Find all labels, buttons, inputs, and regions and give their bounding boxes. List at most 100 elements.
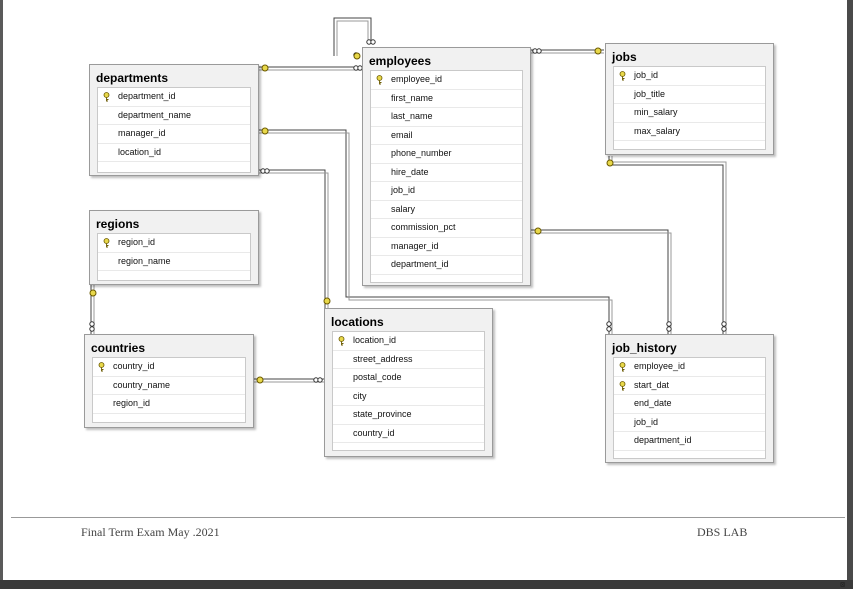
primary-key-icon (619, 362, 626, 372)
column-name: job_title (634, 88, 666, 99)
column-row[interactable]: department_name (98, 107, 250, 125)
column-name: region_id (118, 237, 156, 247)
column-row[interactable]: max_salary (614, 123, 765, 141)
column-row[interactable]: job_id (614, 67, 765, 86)
table-departments[interactable]: departments department_id department_nam… (89, 64, 259, 176)
table-locations[interactable]: locations location_id street_address pos… (324, 308, 493, 457)
column-list: department_id department_name manager_id… (97, 87, 251, 173)
table-title: departments (96, 71, 169, 85)
link-jobs-jobhistory (608, 156, 724, 334)
column-row[interactable]: commission_pct (371, 219, 522, 238)
column-row[interactable]: phone_number (371, 145, 522, 164)
column-row[interactable]: salary (371, 201, 522, 219)
column-name: salary (391, 203, 416, 214)
table-regions[interactable]: regions region_id region_name (89, 210, 259, 285)
column-row[interactable]: region_id (98, 234, 250, 253)
column-list: region_id region_name (97, 233, 251, 281)
link-departments-jobhistory (258, 129, 610, 334)
column-name: max_salary (634, 125, 681, 136)
column-name: manager_id (391, 240, 439, 251)
column-name: region_id (113, 398, 151, 408)
column-list: country_id country_name region_id (92, 357, 246, 423)
column-list: job_id job_title min_salary max_salary (613, 66, 766, 150)
column-name: min_salary (634, 107, 678, 117)
column-row[interactable]: job_id (614, 414, 765, 432)
table-title: countries (91, 341, 146, 355)
window-border-bottom (0, 580, 853, 589)
column-name: email (391, 129, 413, 140)
column-name: location_id (118, 146, 162, 157)
column-name: last_name (391, 111, 433, 121)
column-row[interactable]: manager_id (98, 125, 250, 144)
column-row[interactable]: employee_id (614, 358, 765, 377)
column-list: employee_id first_name last_name email p… (370, 70, 523, 283)
column-name: hire_date (391, 166, 429, 177)
column-name: commission_pct (391, 222, 456, 232)
link-employees-jobhistory (530, 229, 669, 334)
table-title: job_history (612, 341, 677, 355)
column-name: street_address (353, 353, 413, 364)
column-row[interactable]: country_name (93, 377, 245, 395)
table-jobs[interactable]: jobs job_id job_title min_salary max_sal… (605, 43, 774, 155)
column-name: region_name (118, 255, 171, 266)
column-row[interactable]: hire_date (371, 164, 522, 182)
column-name: country_id (113, 361, 155, 371)
column-name: country_name (113, 379, 171, 390)
column-row[interactable]: email (371, 127, 522, 145)
column-row[interactable]: department_id (371, 256, 522, 275)
table-title: regions (96, 217, 140, 231)
primary-key-icon (338, 336, 345, 346)
column-row[interactable]: country_id (93, 358, 245, 377)
column-name: first_name (391, 92, 434, 103)
column-row[interactable]: region_name (98, 253, 250, 271)
table-title: jobs (612, 50, 637, 64)
column-name: postal_code (353, 372, 402, 382)
column-row[interactable]: state_province (333, 406, 484, 425)
column-name: job_id (634, 416, 659, 427)
column-list: location_id street_address postal_code c… (332, 331, 485, 451)
column-name: department_name (118, 109, 192, 120)
column-list: employee_id start_dat end_date job_id de… (613, 357, 766, 459)
column-row[interactable]: location_id (98, 144, 250, 162)
column-row[interactable]: manager_id (371, 238, 522, 256)
column-name: start_dat (634, 379, 670, 390)
footer-left-text: Final Term Exam May .2021 (81, 525, 220, 539)
column-row[interactable]: city (333, 388, 484, 406)
link-departments-locations (258, 169, 326, 308)
column-name: employee_id (634, 361, 686, 371)
primary-key-icon (619, 380, 626, 390)
column-name: city (353, 390, 367, 401)
primary-key-icon (619, 71, 626, 81)
column-row[interactable]: job_title (614, 86, 765, 104)
primary-key-icon (103, 238, 110, 248)
table-job-history[interactable]: job_history employee_id start_dat end_da… (605, 334, 774, 463)
column-row[interactable]: start_dat (614, 377, 765, 395)
resize-grip-icon[interactable]: ⊠ (840, 580, 845, 589)
table-employees[interactable]: employees employee_id first_name last_na… (362, 47, 531, 286)
column-row[interactable]: job_id (371, 182, 522, 201)
column-row[interactable]: street_address (333, 351, 484, 369)
column-row[interactable]: region_id (93, 395, 245, 414)
column-name: employee_id (391, 74, 443, 84)
column-row[interactable]: country_id (333, 425, 484, 443)
column-name: end_date (634, 398, 672, 408)
column-row[interactable]: employee_id (371, 71, 522, 90)
column-row[interactable]: department_id (98, 88, 250, 107)
link-employees-self (333, 17, 372, 56)
column-name: phone_number (391, 148, 452, 158)
column-name: country_id (353, 427, 395, 438)
column-name: job_id (634, 70, 659, 80)
column-row[interactable]: last_name (371, 108, 522, 127)
column-row[interactable]: first_name (371, 90, 522, 108)
column-row[interactable]: end_date (614, 395, 765, 414)
window-border-left (0, 0, 3, 589)
column-row[interactable]: department_id (614, 432, 765, 451)
table-countries[interactable]: countries country_id country_name region… (84, 334, 254, 428)
column-name: department_id (391, 259, 449, 269)
column-row[interactable]: postal_code (333, 369, 484, 388)
column-row[interactable]: min_salary (614, 104, 765, 123)
column-name: location_id (353, 335, 397, 345)
primary-key-icon (376, 75, 383, 85)
column-row[interactable]: location_id (333, 332, 484, 351)
